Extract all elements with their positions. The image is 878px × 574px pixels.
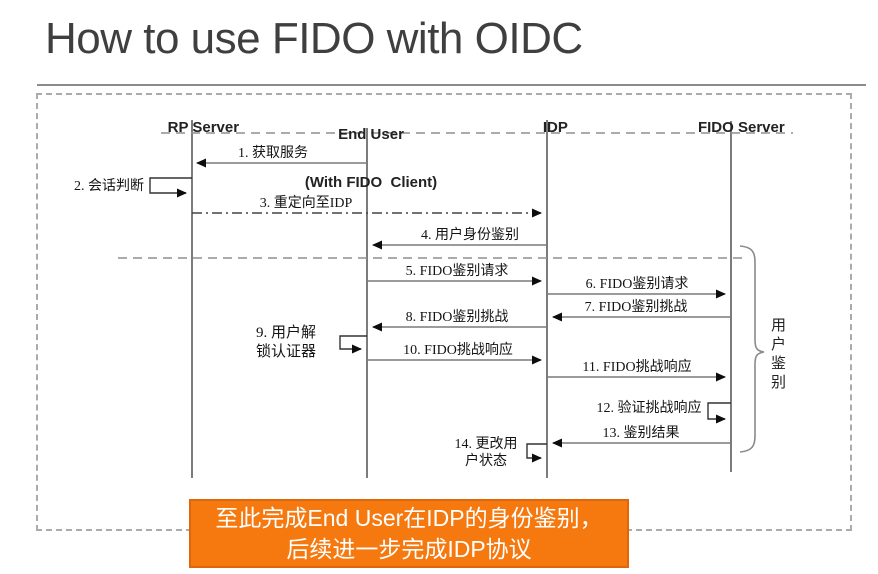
summary-banner-line1: 至此完成End User在IDP的身份鉴别，	[215, 505, 603, 531]
actor-fido-server-name: FIDO Server	[697, 119, 785, 136]
message-8-label: 8. FIDO鉴别挑战	[405, 310, 509, 325]
message-6-label: 6. FIDO鉴别请求	[585, 277, 689, 292]
user-auth-brace-label: 用户鉴别	[771, 318, 787, 391]
message-12-label: 12. 验证挑战响应	[596, 401, 702, 416]
actor-idp: IDP	[526, 104, 568, 152]
actor-idp-name: IDP	[542, 119, 568, 136]
summary-banner-line2: 后续进一步完成IDP协议	[286, 536, 532, 562]
message-12-self-loop	[707, 402, 731, 424]
message-4-label: 4. 用户身份鉴别	[421, 228, 519, 243]
page-title: How to use FIDO with OIDC	[45, 14, 583, 63]
message-1-label: 1. 获取服务	[238, 146, 308, 161]
summary-banner: 至此完成End User在IDP的身份鉴别， 后续进一步完成IDP协议	[189, 499, 629, 568]
message-2-label: 2. 会话判断	[74, 179, 144, 194]
message-14-self-loop	[526, 443, 547, 463]
actor-end-user-subtitle: (With FIDO Client)	[304, 174, 438, 191]
message-9-label: 9. 用户解 锁认证器	[256, 324, 316, 362]
message-10-label: 10. FIDO挑战响应	[403, 343, 513, 358]
message-2-self-loop	[149, 177, 192, 198]
message-14-label: 14. 更改用 户状态	[455, 436, 518, 470]
message-3-label: 3. 重定向至IDP	[259, 196, 353, 211]
user-auth-brace	[739, 245, 765, 453]
message-14-label-line1: 14. 更改用	[454, 437, 518, 452]
actor-end-user-name: End User	[338, 126, 404, 143]
actor-fido-server: FIDO Server	[681, 104, 785, 152]
message-9-label-line2: 锁认证器	[255, 344, 317, 360]
title-underline	[37, 84, 866, 86]
message-7-label: 7. FIDO鉴别挑战	[584, 300, 688, 315]
message-13-label: 13. 鉴别结果	[602, 426, 680, 441]
message-11-label: 11. FIDO挑战响应	[582, 360, 692, 375]
actor-end-user: End User (With FIDO Client)	[305, 95, 437, 223]
message-9-label-line1: 9. 用户解	[255, 325, 317, 341]
actor-rp-server-name: RP Server	[167, 119, 240, 136]
message-9-self-loop	[339, 335, 367, 354]
message-5-label: 5. FIDO鉴别请求	[405, 264, 509, 279]
message-14-label-line2: 户状态	[465, 454, 507, 469]
actor-rp-server: RP Server	[151, 104, 239, 152]
